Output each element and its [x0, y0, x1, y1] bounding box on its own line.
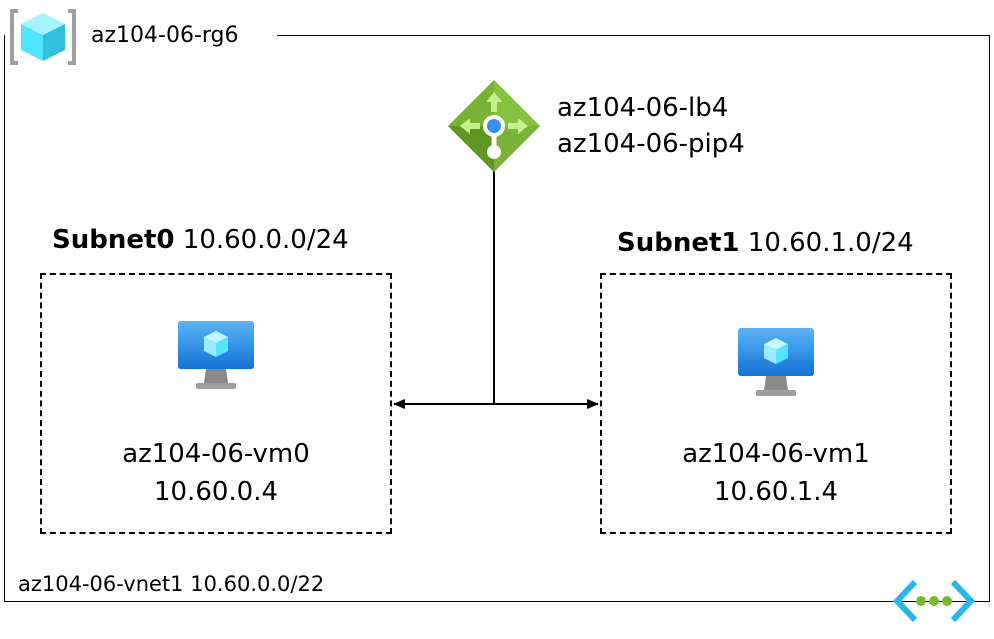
- vm1-name: az104-06-vm1: [682, 439, 870, 469]
- subnet0-name: Subnet0: [52, 225, 175, 255]
- subnet1-box: [600, 273, 952, 534]
- virtual-network-icon: [893, 579, 975, 623]
- subnet0-box: [40, 273, 392, 534]
- vm0-label: az104-06-vm0 10.60.0.4: [40, 435, 392, 511]
- virtual-machine-icon: [738, 328, 814, 396]
- subnet1-heading: Subnet1 10.60.1.0/24: [617, 227, 914, 259]
- vnet-label: az104-06-vnet1 10.60.0.0/22: [18, 572, 325, 596]
- subnet0-heading: Subnet0 10.60.0.0/24: [52, 224, 349, 256]
- vm1-label: az104-06-vm1 10.60.1.4: [600, 435, 952, 511]
- resource-group-icon: [10, 9, 76, 65]
- subnet1-name: Subnet1: [617, 228, 740, 258]
- resource-group-name: az104-06-rg6: [91, 23, 239, 48]
- vm0-ip: 10.60.0.4: [153, 477, 279, 507]
- vm0-name: az104-06-vm0: [122, 439, 310, 469]
- resource-group-frame: [4, 35, 990, 602]
- subnet1-cidr: 10.60.1.0/24: [747, 228, 914, 258]
- vm1-ip: 10.60.1.4: [713, 477, 839, 507]
- public-ip-name: az104-06-pip4: [557, 129, 745, 159]
- load-balancer-name: az104-06-lb4: [557, 93, 729, 123]
- virtual-machine-icon: [178, 321, 254, 389]
- subnet0-cidr: 10.60.0.0/24: [182, 225, 349, 255]
- load-balancer-icon: [448, 80, 540, 172]
